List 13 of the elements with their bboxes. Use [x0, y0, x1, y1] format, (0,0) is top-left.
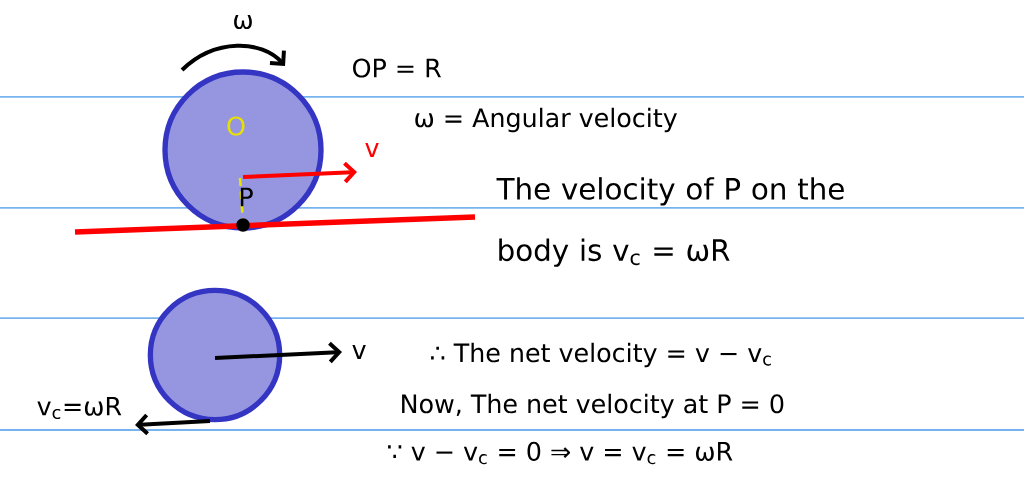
equation-text: OP = R: [353, 58, 441, 78]
note-text: Now, The net velocity at P = 0: [402, 393, 784, 419]
symbol-label: v: [365, 143, 379, 157]
equation-text: ∴ The net velocity = v − v$_{c}$: [431, 342, 771, 368]
wheel-circle: [147, 287, 283, 423]
point-label: P: [240, 187, 253, 207]
symbol-label: ω: [234, 14, 252, 30]
equation-text: v$_{c}$=ωR: [37, 396, 122, 420]
note-text: The velocity of P on the body is v$_{c}$ = ωR: [496, 177, 844, 267]
point-label: O: [227, 116, 245, 136]
symbol-label: v: [352, 345, 366, 359]
equation-text: ∵ v − v$_{c}$ = 0 ⇒ v = v$_{c}$ = ωR: [388, 441, 733, 465]
equation-text: ω = Angular velocity: [415, 107, 677, 133]
